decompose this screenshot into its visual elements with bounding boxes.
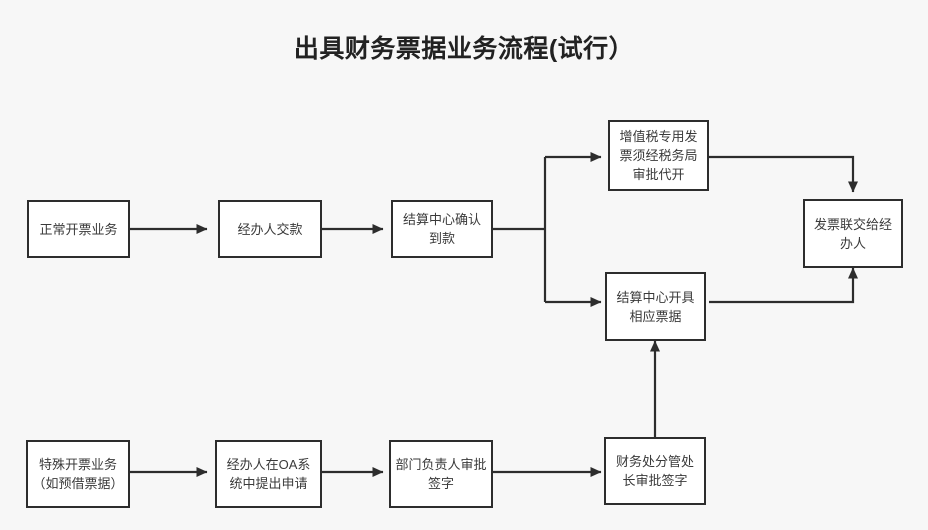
node-settlement-issue[interactable]: 结算中心开具相应票据 (605, 272, 706, 341)
node-dept-approval-label: 部门负责人审批签字 (395, 457, 487, 491)
node-invoice-to-agent[interactable]: 发票联交给经办人 (803, 199, 903, 268)
node-vat-special[interactable]: 增值税专用发票须经税务局审批代开 (608, 120, 709, 191)
connector-issue-to-agent (709, 267, 858, 304)
node-special-invoice[interactable]: 特殊开票业务（如预借票据） (26, 440, 130, 508)
node-vat-special-label: 增值税专用发票须经税务局审批代开 (619, 129, 698, 182)
node-settlement-issue-label: 结算中心开具相应票据 (616, 289, 695, 324)
page-title: 出具财务票据业务流程(试行） (293, 35, 635, 63)
node-settlement-confirm[interactable]: 结算中心确认到款 (391, 200, 493, 258)
node-finance-approval-label: 财务处分管处长审批签字 (615, 454, 694, 488)
node-oa-request[interactable]: 经办人在OA系统中提出申请 (215, 440, 322, 508)
node-oa-request-label: 经办人在OA系统中提出申请 (226, 457, 311, 491)
node-invoice-to-agent-label: 发票联交给经办人 (813, 216, 892, 251)
node-agent-payment-label: 经办人交款 (237, 221, 303, 237)
node-finance-approval[interactable]: 财务处分管处长审批签字 (604, 437, 706, 505)
node-special-invoice-label: 特殊开票业务（如预借票据） (32, 457, 124, 491)
node-normal-invoice-label: 正常开票业务 (39, 221, 118, 237)
node-normal-invoice[interactable]: 正常开票业务 (27, 200, 130, 258)
node-settlement-confirm-label: 结算中心确认到款 (402, 212, 481, 246)
node-agent-payment[interactable]: 经办人交款 (218, 200, 322, 258)
connector-vat-to-agent (709, 155, 858, 193)
node-dept-approval[interactable]: 部门负责人审批签字 (389, 440, 493, 508)
